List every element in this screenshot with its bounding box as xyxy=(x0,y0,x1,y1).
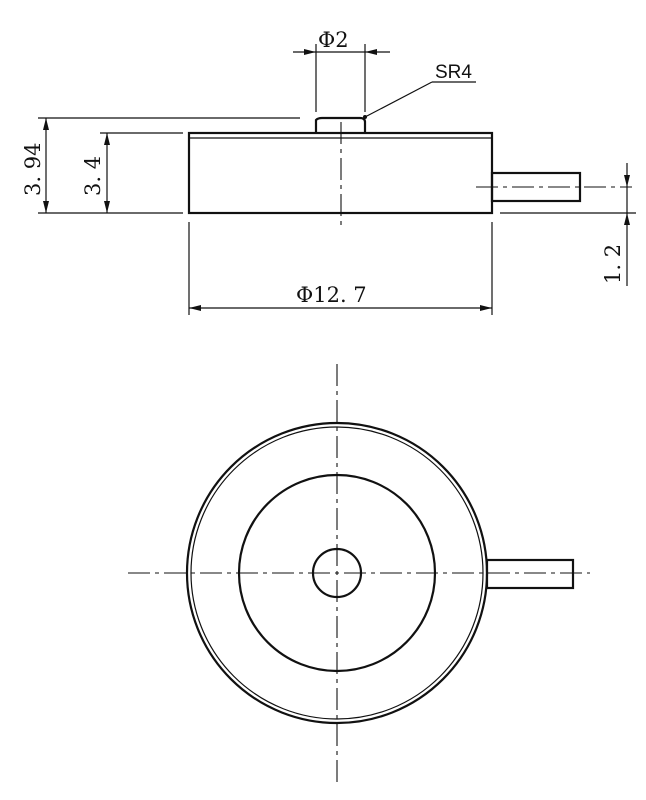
dim-total-height: 3. 94 xyxy=(21,143,45,196)
dim-body-height: 3. 4 xyxy=(81,156,105,196)
leader-line xyxy=(364,81,433,118)
top-view xyxy=(128,364,590,783)
dim-cable-offset: 1. 2 xyxy=(601,244,625,284)
dim-body-diameter: Φ12. 7 xyxy=(296,283,367,307)
cable-outline xyxy=(485,558,575,590)
nub-outline xyxy=(314,116,367,133)
dim-nub-diameter: Φ2 xyxy=(318,28,349,52)
dim-nub-radius: SR4 xyxy=(435,62,472,83)
side-view: Φ2 SR4 3. 94 3. 4 1. 2 Φ12. 7 xyxy=(21,28,636,315)
